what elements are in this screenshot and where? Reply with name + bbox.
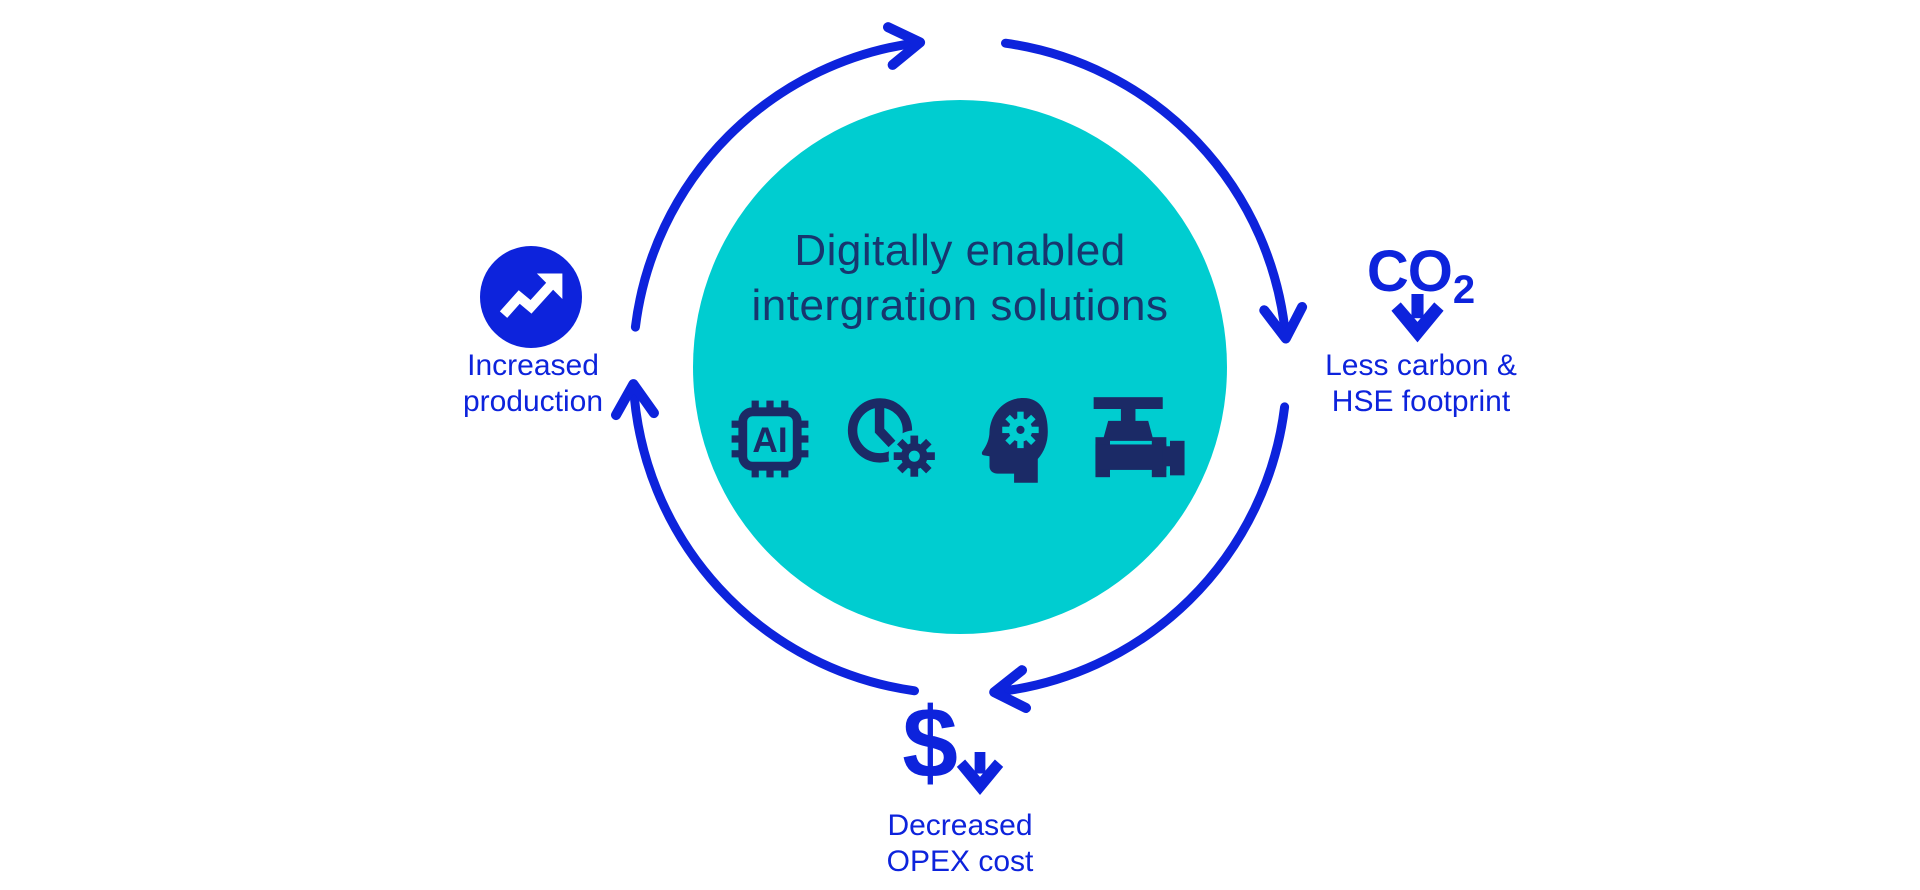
trend-up-circle-icon: [480, 246, 582, 348]
cycle-arc-bottom-left: [611, 379, 919, 696]
down-arrow-icon: [1391, 294, 1444, 343]
opex-label-line1: Decreased: [887, 809, 1033, 842]
cycle-arc-bottom-right: [989, 402, 1290, 713]
head-gear-icon: [981, 398, 1048, 483]
co2-icon: CO2: [1340, 238, 1500, 312]
center-title-line2: intergration solutions: [751, 281, 1169, 330]
mind-gear-icon: [1002, 411, 1039, 449]
gear-icon: [893, 435, 935, 477]
co2-subscript: 2: [1452, 268, 1475, 312]
center-title-line1: Digitally enabled: [794, 226, 1126, 275]
opex-label-line2: OPEX cost: [886, 845, 1034, 878]
clock-gear-icon: [847, 398, 940, 482]
center-title: Digitally enabled intergration solutions: [693, 223, 1227, 333]
center-circle: Digitally enabled intergration solutions…: [693, 100, 1227, 634]
carbon-label: Less carbon & HSE footprint: [1311, 348, 1531, 420]
dollar-icon: $: [902, 687, 958, 799]
co2-text: CO: [1366, 239, 1453, 304]
opex-label: Decreased OPEX cost: [850, 808, 1070, 880]
production-label-line1: Increased: [467, 349, 599, 382]
ai-chip-icon: AI: [731, 400, 809, 478]
center-icon-row: AI: [693, 393, 1227, 485]
valve-icon: [1093, 397, 1185, 478]
ai-chip-label: AI: [752, 421, 787, 460]
down-arrow-icon: [956, 752, 1004, 796]
carbon-label-line2: HSE footprint: [1331, 385, 1511, 418]
cycle-arc-top-left: [630, 22, 926, 332]
production-label: Increased production: [423, 348, 643, 420]
carbon-label-line1: Less carbon &: [1325, 349, 1517, 382]
cycle-arc-top-right: [1001, 38, 1308, 344]
production-label-line2: production: [462, 385, 604, 418]
